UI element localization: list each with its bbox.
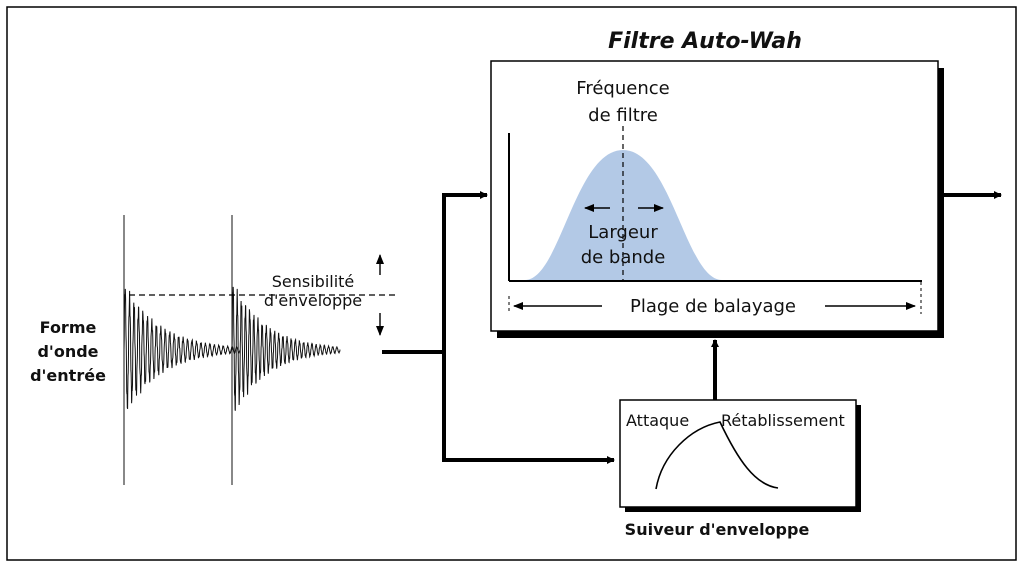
input-waveform-label-1: Forme xyxy=(40,318,97,337)
input-waveform-label-3: d'entrée xyxy=(30,366,106,385)
input-waveform xyxy=(123,215,341,485)
follower-box xyxy=(619,399,857,508)
bandwidth-label-2: de bande xyxy=(581,247,666,268)
filter-title: Filtre Auto-Wah xyxy=(608,29,802,54)
outer-frame xyxy=(6,6,1017,561)
filter-curve xyxy=(525,150,722,280)
bandwidth-label-1: Largeur xyxy=(588,222,658,243)
filter-box xyxy=(490,60,939,332)
attack-label: Attaque xyxy=(626,411,689,430)
release-label: Rétablissement xyxy=(721,411,845,430)
sweep-range-label: Plage de balayage xyxy=(630,296,796,317)
filter-frequency-label-2: de filtre xyxy=(588,105,658,126)
envelope-curve xyxy=(655,421,779,490)
envelope-follower-label: Suiveur d'enveloppe xyxy=(625,520,810,539)
signal-path-follower xyxy=(442,352,615,464)
input-waveform-label-2: d'onde xyxy=(37,342,98,361)
envelope-sensitivity-label-1: Sensibilité xyxy=(272,272,355,291)
signal-path-main xyxy=(382,191,488,354)
filter-frequency-label-1: Fréquence xyxy=(576,78,669,99)
envelope-sensitivity-label-2: d'enveloppe xyxy=(264,291,362,310)
